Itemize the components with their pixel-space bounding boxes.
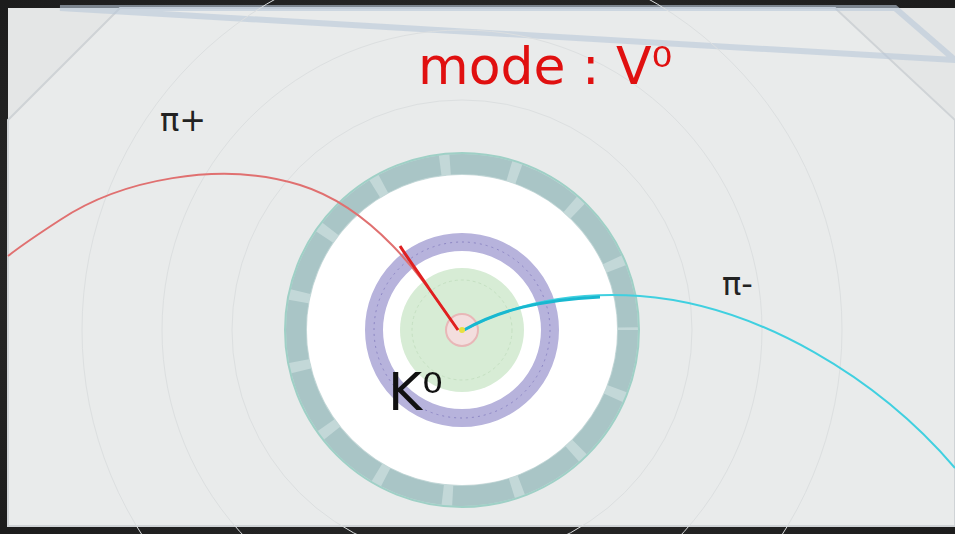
particle-label: K⁰ [388,366,443,418]
particle-label: π+ [160,104,206,136]
pi-plus-track [8,174,458,330]
mode-title: mode : V⁰ [418,40,672,92]
pi-minus-track [464,295,955,468]
particle-label: π- [722,268,753,300]
